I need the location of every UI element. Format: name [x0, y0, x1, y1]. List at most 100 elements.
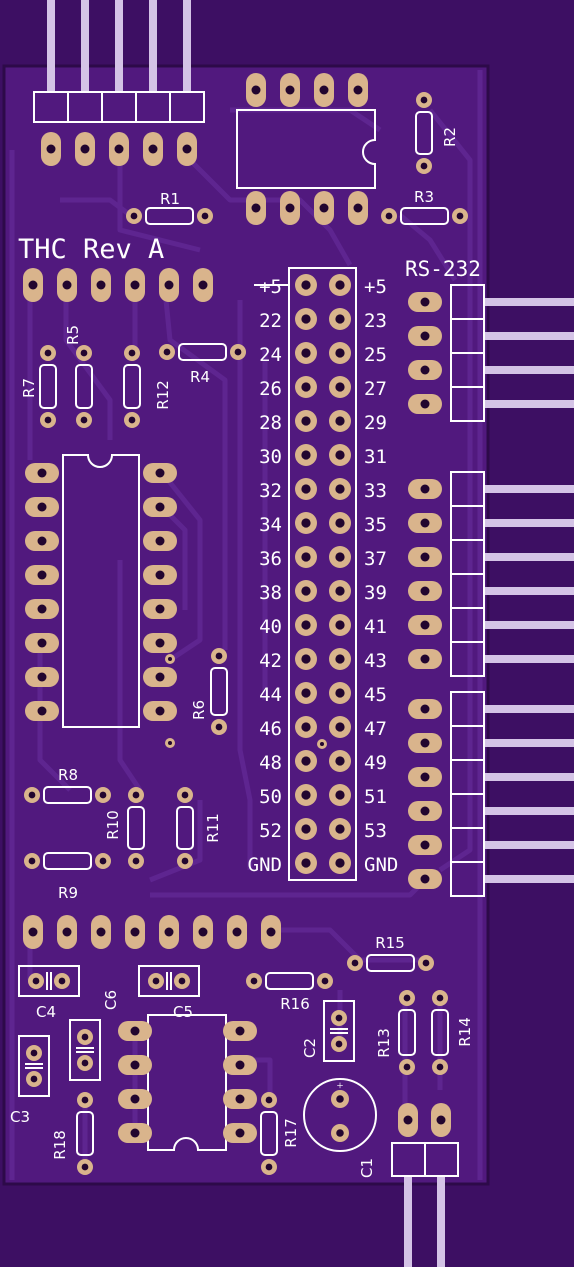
header-pin: [484, 485, 574, 493]
pad-hole: [301, 824, 311, 834]
pad-hole: [99, 791, 107, 799]
pin-label-right: 43: [364, 650, 387, 672]
pin-label-left: 44: [259, 684, 282, 706]
resistor-body: [260, 1111, 278, 1156]
pad-hole: [182, 144, 192, 154]
capacitor-outline: [138, 965, 200, 997]
pin-label-right: +5: [364, 276, 387, 298]
pad-hole: [198, 280, 208, 290]
pin-label-left: 26: [259, 378, 282, 400]
pad-hole: [235, 1060, 245, 1070]
pads: [23, 73, 468, 1175]
pad-hole: [234, 348, 242, 356]
pad-hole: [155, 536, 165, 546]
pad-hole: [285, 203, 295, 213]
pad-hole: [353, 85, 363, 95]
pad-hole: [319, 203, 329, 213]
pad-hole: [155, 672, 165, 682]
ref-label-r6: R6: [190, 700, 208, 720]
ref-label-r14: R14: [456, 1017, 474, 1047]
header-pin: [484, 739, 574, 747]
header-pin: [484, 705, 574, 713]
capacitor-outline: [323, 1000, 355, 1062]
pad-hole: [130, 1060, 140, 1070]
pin-label-right: 53: [364, 820, 387, 842]
header-pin: [484, 807, 574, 815]
resistor-body: [265, 972, 314, 990]
pad-hole: [215, 723, 223, 731]
pad-hole: [335, 722, 345, 732]
header-housing-cell: [169, 91, 205, 123]
pad-hole: [58, 977, 66, 985]
resistor-body: [366, 954, 415, 972]
pad-hole: [301, 620, 311, 630]
pad-hole: [335, 790, 345, 800]
pad-hole: [28, 280, 38, 290]
pad-hole: [420, 586, 430, 596]
pad-hole: [96, 927, 106, 937]
pad-hole: [385, 212, 393, 220]
pad-hole: [335, 280, 345, 290]
pad-hole: [456, 212, 464, 220]
header-pin: [484, 519, 574, 527]
header-pin: [484, 400, 574, 408]
resistor-body: [43, 786, 92, 804]
pad-hole: [420, 399, 430, 409]
pad-hole: [335, 688, 345, 698]
pad-hole: [62, 280, 72, 290]
pad-hole: [81, 1059, 89, 1067]
pad-hole: [301, 722, 311, 732]
header-pin: [484, 332, 574, 340]
pad-hole: [155, 468, 165, 478]
pin-label-right: 39: [364, 582, 387, 604]
pad-hole: [130, 280, 140, 290]
pad-hole: [420, 738, 430, 748]
pad-hole: [37, 502, 47, 512]
pad-hole: [420, 331, 430, 341]
pad-hole: [335, 1014, 343, 1022]
pad-hole: [232, 927, 242, 937]
pad-hole: [265, 1096, 273, 1104]
header-pin: [484, 621, 574, 629]
pad-hole: [336, 1129, 344, 1137]
pin-label-left: 52: [259, 820, 282, 842]
pin-label-left: 34: [259, 514, 282, 536]
bottom-header-cell: [424, 1142, 459, 1177]
side-header-cell: [450, 641, 485, 677]
pad-hole: [164, 927, 174, 937]
pad-hole: [37, 536, 47, 546]
ref-label-r7: R7: [20, 378, 38, 398]
ic-outline: [236, 109, 376, 189]
resistor-body: [123, 364, 141, 409]
pad-hole: [420, 484, 430, 494]
pad-hole: [28, 927, 38, 937]
pad-hole: [301, 314, 311, 324]
ref-label-r8: R8: [58, 766, 78, 784]
pad-hole: [301, 756, 311, 766]
pad-hole: [420, 806, 430, 816]
pad-hole: [37, 468, 47, 478]
ref-label-c5: C5: [173, 1003, 193, 1021]
ref-label-r5: R5: [64, 325, 82, 345]
pad-hole: [335, 518, 345, 528]
pad-hole: [420, 874, 430, 884]
pad-hole: [81, 1033, 89, 1041]
pad-hole: [250, 977, 258, 985]
resistor-body: [76, 1111, 94, 1156]
pad-hole: [351, 959, 359, 967]
header-pin: [404, 1176, 412, 1267]
pad-hole: [80, 144, 90, 154]
resistor-body: [415, 111, 433, 155]
pad-hole: [436, 1063, 444, 1071]
header-pin: [437, 1176, 445, 1267]
pad-hole: [335, 552, 345, 562]
main-header-outline: [288, 267, 357, 881]
pin-label-left: 38: [259, 582, 282, 604]
pad-hole: [215, 652, 223, 660]
capacitor-outline: [69, 1019, 101, 1081]
resistor-body: [431, 1009, 449, 1056]
pin-label-right: 49: [364, 752, 387, 774]
pad-hole: [62, 927, 72, 937]
pad-hole: [319, 85, 329, 95]
